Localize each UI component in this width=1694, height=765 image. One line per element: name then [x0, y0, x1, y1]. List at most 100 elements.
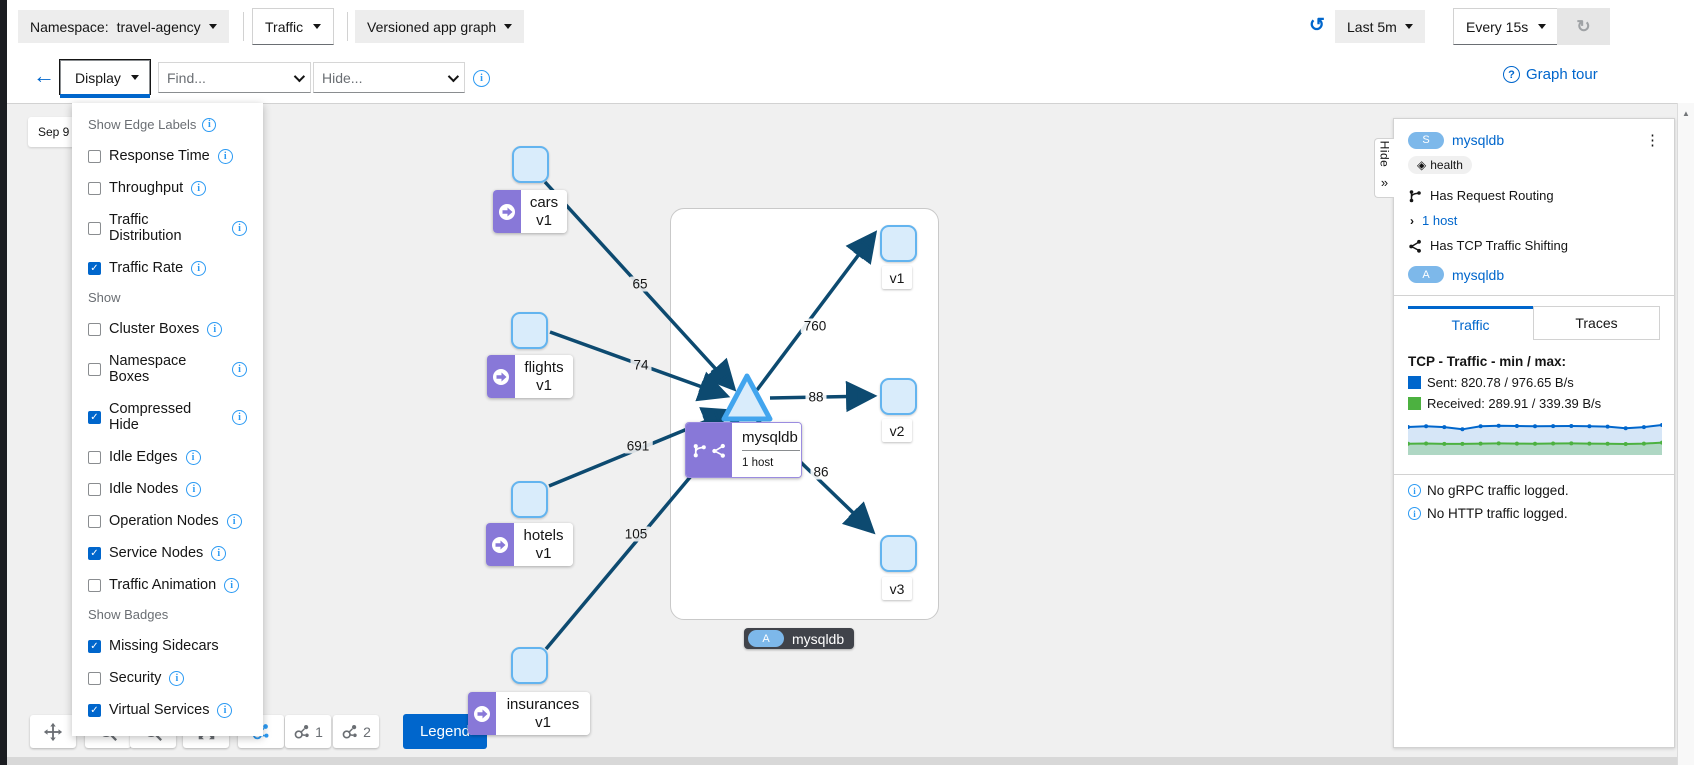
display-option-missing-sidecars[interactable]: Missing Sidecars [88, 638, 247, 654]
checkbox-checked[interactable] [88, 546, 101, 560]
node-hotels[interactable] [511, 481, 548, 518]
pan-mode-button[interactable] [30, 715, 76, 748]
hide-tab-label: Hide [1377, 140, 1392, 167]
node-v1[interactable] [880, 225, 917, 262]
info-icon[interactable] [226, 513, 242, 529]
back-arrow-button[interactable]: ← [33, 63, 55, 88]
vertical-scrollbar[interactable]: ▲ [1677, 103, 1694, 765]
node-v2[interactable] [880, 378, 917, 415]
label-v1[interactable]: v1 [882, 266, 912, 289]
edge-ticks [698, 240, 872, 527]
graph-type-dropdown[interactable]: Versioned app graph [355, 10, 525, 43]
refresh-icon: ↻ [1576, 16, 1591, 36]
display-option-virtual-services[interactable]: Virtual Services [88, 702, 247, 718]
layout-2-button[interactable]: 2 [333, 715, 379, 748]
kebab-menu-icon[interactable]: ⋮ [1645, 132, 1660, 149]
checkbox-checked[interactable] [88, 639, 101, 653]
display-option-idle-nodes[interactable]: Idle Nodes [88, 481, 247, 497]
display-option-idle-edges[interactable]: Idle Edges [88, 449, 247, 465]
checkbox[interactable] [88, 149, 101, 163]
info-icon[interactable] [232, 409, 247, 425]
edge-lines[interactable] [543, 180, 878, 651]
checkbox[interactable] [88, 181, 101, 195]
checkbox[interactable] [88, 450, 101, 464]
display-option-service-nodes[interactable]: Service Nodes [88, 545, 247, 561]
info-icon[interactable] [207, 321, 223, 337]
info-icon[interactable] [202, 117, 217, 132]
app-group-label-mysqldb[interactable]: A mysqldb [744, 628, 855, 649]
scroll-up-arrow[interactable]: ▲ [1682, 109, 1690, 118]
graph-tour-link[interactable]: Graph tour [1503, 66, 1598, 83]
find-hide-help-icon[interactable] [473, 70, 490, 87]
info-icon[interactable] [169, 670, 185, 686]
node-v3[interactable] [880, 535, 917, 572]
horizontal-scrollbar[interactable] [7, 757, 1694, 765]
display-option-throughput[interactable]: Throughput [88, 180, 247, 196]
node-cars[interactable] [512, 146, 549, 183]
refresh-interval-dropdown[interactable]: Every 15s [1453, 8, 1560, 45]
info-icon[interactable] [211, 545, 227, 561]
tab-traffic[interactable]: Traffic [1408, 306, 1533, 340]
info-icon[interactable] [232, 220, 247, 236]
display-option-traffic-rate[interactable]: Traffic Rate [88, 260, 247, 276]
label-v2[interactable]: v2 [882, 419, 912, 442]
service-node-mysqldb-triangle[interactable] [721, 373, 773, 422]
panel-tabs: Traffic Traces [1408, 306, 1660, 340]
refresh-button[interactable]: ↻ [1557, 8, 1610, 45]
checkbox[interactable] [88, 578, 101, 592]
checkbox[interactable] [88, 671, 101, 685]
display-menu: Show Edge Labels Response Time Throughpu… [72, 103, 263, 736]
display-dropdown-button[interactable]: Display [59, 59, 151, 95]
checkbox[interactable] [88, 482, 101, 496]
display-option-operation-nodes[interactable]: Operation Nodes [88, 513, 247, 529]
tab-traces[interactable]: Traces [1533, 306, 1660, 340]
duration-dropdown[interactable]: Last 5m [1335, 10, 1425, 43]
checkbox-checked[interactable] [88, 410, 101, 424]
display-option-cluster-boxes[interactable]: Cluster Boxes [88, 321, 247, 337]
hide-input[interactable] [322, 69, 448, 86]
find-input[interactable] [167, 69, 294, 86]
display-option-security[interactable]: Security [88, 670, 247, 686]
hosts-link[interactable]: 1 host [1422, 213, 1458, 228]
checkbox[interactable] [88, 221, 101, 235]
checkbox[interactable] [88, 362, 101, 376]
label-mysqldb-service[interactable]: mysqldb 1 host [685, 422, 802, 478]
namespace-dropdown[interactable]: Namespace: travel-agency [18, 10, 229, 43]
display-option-traffic-animation[interactable]: Traffic Animation [88, 577, 247, 593]
service-name-link[interactable]: mysqldb [1452, 132, 1505, 148]
node-flights[interactable] [511, 312, 548, 349]
info-icon[interactable] [191, 260, 207, 276]
label-v3[interactable]: v3 [882, 577, 912, 600]
info-icon[interactable] [185, 449, 201, 465]
info-icon[interactable] [217, 702, 233, 718]
panel-hide-tab[interactable]: Hide » [1374, 138, 1394, 198]
time-range-history-icon[interactable]: ↺ [1309, 15, 1325, 36]
health-chip[interactable]: ◈health [1408, 156, 1472, 174]
layout-1-button[interactable]: 1 [285, 715, 331, 748]
summary-panel: S mysqldb ⋮ ◈health Has Request Routing … [1393, 118, 1675, 748]
traffic-dropdown[interactable]: Traffic [252, 8, 335, 45]
checkbox-checked[interactable] [88, 261, 101, 275]
display-option-namespace-boxes[interactable]: Namespace Boxes [88, 353, 247, 385]
display-option-response-time[interactable]: Response Time [88, 148, 247, 164]
info-icon[interactable] [232, 361, 247, 377]
info-icon[interactable] [217, 148, 233, 164]
chevron-right-icon[interactable]: › [1410, 213, 1414, 228]
checkbox-checked[interactable] [88, 703, 101, 717]
graph-tour-label: Graph tour [1526, 66, 1598, 83]
info-icon[interactable] [224, 577, 240, 593]
checkbox[interactable] [88, 514, 101, 528]
info-icon[interactable] [186, 481, 202, 497]
display-option-compressed-hide[interactable]: Compressed Hide [88, 401, 247, 433]
edge-label-insurances-mysqldb: 105 [621, 526, 651, 542]
app-name-link[interactable]: mysqldb [1452, 266, 1505, 283]
info-icon[interactable] [191, 180, 207, 196]
edge-mysqldb-v1[interactable] [755, 230, 878, 392]
checkbox[interactable] [88, 322, 101, 336]
node-insurances[interactable] [511, 647, 548, 684]
display-option-traffic-distribution[interactable]: Traffic Distribution [88, 212, 247, 244]
